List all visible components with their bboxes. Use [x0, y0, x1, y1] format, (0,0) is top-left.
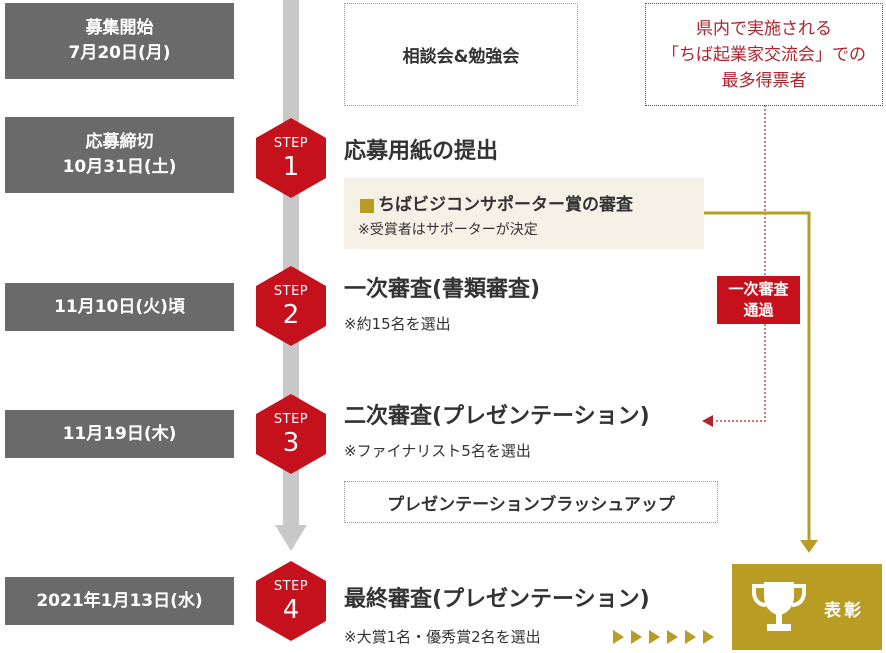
- date-value: 7月20日(月): [68, 43, 171, 63]
- date-second-screening: 11月19日(木): [5, 410, 234, 458]
- brushup-label: プレゼンテーションブラッシュアップ: [387, 494, 675, 515]
- exchange-line-1: 県内で実施される: [696, 18, 832, 39]
- arrow-right-icon: [649, 630, 660, 644]
- step-4-note: ※大賞1名・優秀賞2名を選出: [344, 628, 541, 646]
- date-application-deadline: 応募締切 10月31日(土): [5, 117, 234, 193]
- step-label: STEP: [273, 412, 309, 427]
- exchange-line-3: 最多得票者: [721, 70, 807, 91]
- arrow-right-icon: [613, 630, 624, 644]
- step-number: 3: [282, 428, 300, 458]
- award-label: 表彰: [824, 601, 864, 621]
- step-3-title: 二次審査(プレゼンテーション): [344, 404, 650, 429]
- consultation-label: 相談会&勉強会: [402, 47, 520, 67]
- date-first-screening: 11月10日(火)頃: [5, 283, 234, 331]
- date-value: 11月19日(木): [62, 423, 177, 444]
- step-2-note: ※約15名を選出: [344, 315, 451, 333]
- step-number: 1: [282, 152, 300, 182]
- date-value: 11月10日(火)頃: [54, 296, 185, 317]
- step-4-title: 最終審査(プレゼンテーション): [344, 587, 650, 612]
- gold-square-icon: [360, 199, 374, 213]
- exchange-meeting-box: 県内で実施される 「ちば起業家交流会」での 最多得票者: [645, 3, 883, 106]
- award-box: 表彰: [732, 564, 882, 650]
- arrow-right-icon: [685, 630, 696, 644]
- arrow-right-icon: [631, 630, 642, 644]
- step-label: STEP: [273, 579, 309, 594]
- step-label: STEP: [273, 136, 309, 151]
- date-final-screening: 2021年1月13日(水): [5, 577, 234, 625]
- step-1-title: 応募用紙の提出: [344, 139, 499, 164]
- date-label: 募集開始: [85, 18, 154, 38]
- step-number: 2: [282, 300, 300, 330]
- step-label: STEP: [273, 284, 309, 299]
- step-2-hexagon: STEP 2: [256, 266, 326, 346]
- date-value: 10月31日(土): [62, 157, 177, 177]
- date-recruitment-start: 募集開始 7月20日(月): [5, 3, 234, 79]
- step-2-title: 一次審査(書類審査): [344, 277, 541, 302]
- supporter-award-note: ※受賞者はサポーターが決定: [358, 222, 538, 238]
- step-3-note: ※ファイナリスト5名を選出: [344, 442, 531, 460]
- arrow-right-icon: [703, 630, 714, 644]
- first-screening-pass-badge: 一次審査 通過: [717, 276, 800, 324]
- pass-line-2: 通過: [743, 301, 774, 319]
- brushup-box: プレゼンテーションブラッシュアップ: [344, 481, 718, 523]
- step-3-hexagon: STEP 3: [256, 394, 326, 474]
- pass-line-1: 一次審査: [728, 280, 789, 298]
- trophy-icon: [752, 582, 806, 631]
- supporter-award-box: ちばビジコンサポーター賞の審査 ※受賞者はサポーターが決定: [344, 178, 704, 249]
- exchange-line-2: 「ちば起業家交流会」での: [662, 44, 866, 65]
- arrow-right-icon: [667, 630, 678, 644]
- consultation-box: 相談会&勉強会: [344, 3, 578, 106]
- date-label: 応募締切: [85, 132, 154, 152]
- step-number: 4: [282, 595, 300, 625]
- date-value: 2021年1月13日(水): [36, 590, 203, 611]
- supporter-award-label: ちばビジコンサポーター賞の審査: [378, 195, 633, 215]
- timeline-arrow-down-icon: [275, 525, 307, 551]
